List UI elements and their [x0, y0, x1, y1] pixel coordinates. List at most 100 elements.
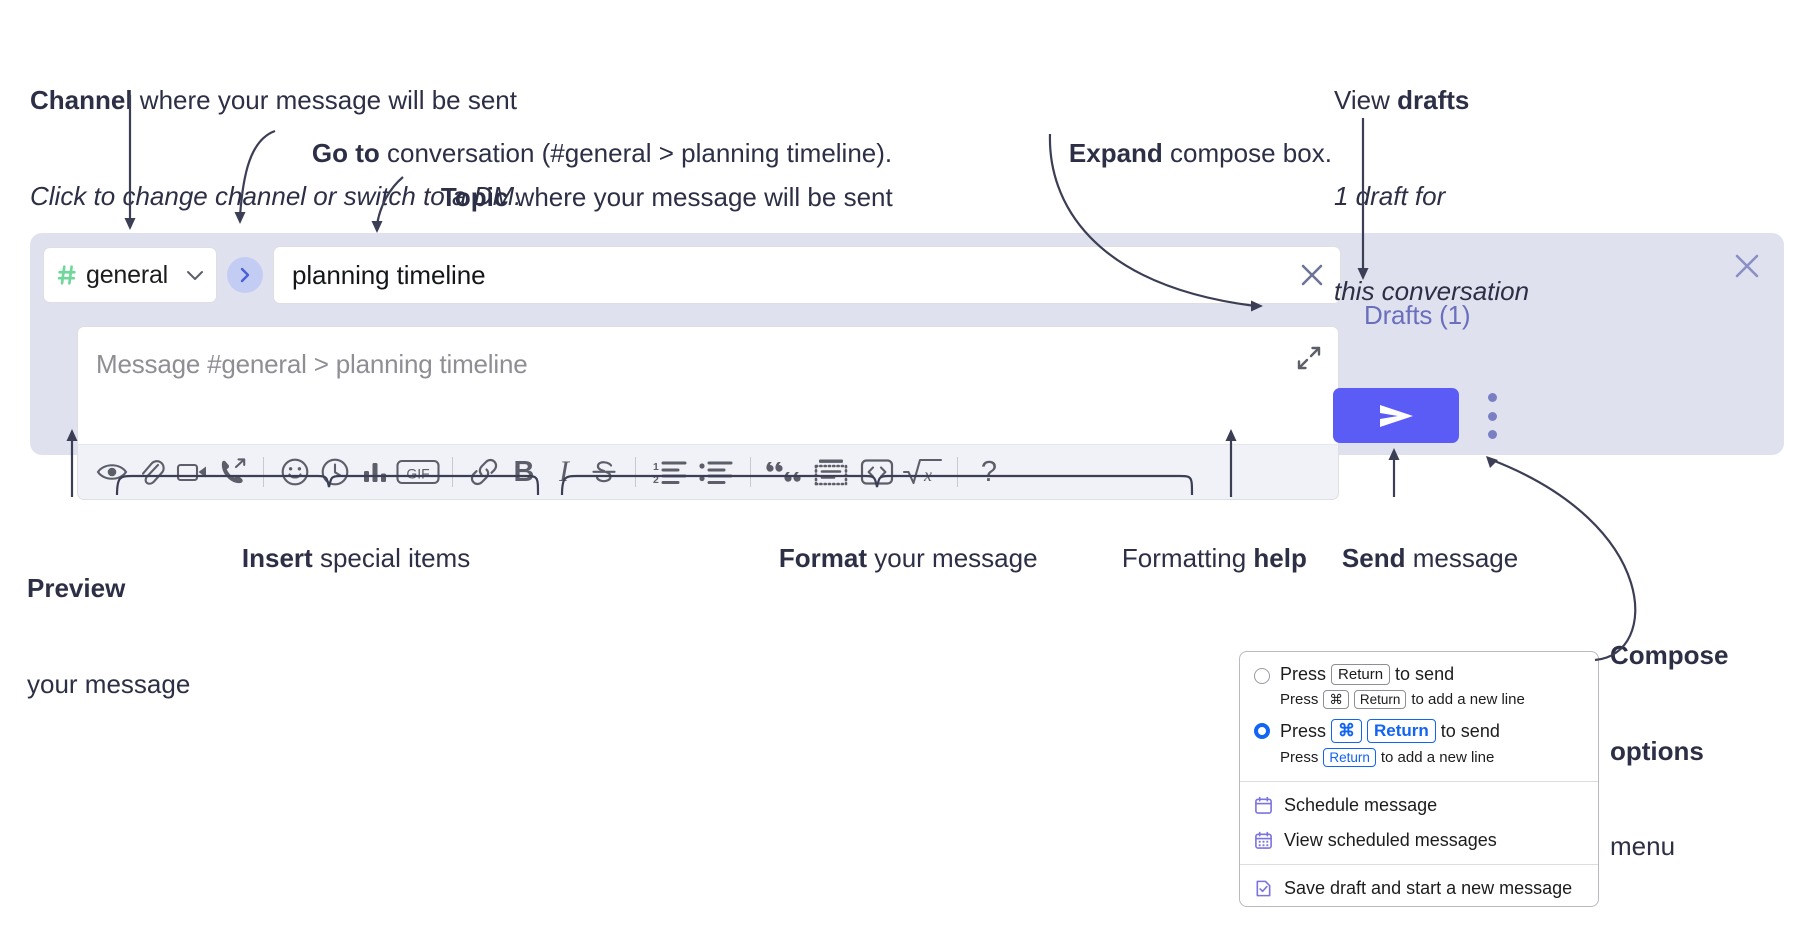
annotation-drafts-line3: this conversation — [1334, 275, 1530, 306]
bulleted-list-button[interactable] — [693, 452, 739, 492]
menu-item-view-scheduled[interactable]: View scheduled messages — [1240, 823, 1598, 858]
more-options-dot-3 — [1487, 430, 1497, 439]
inline-code-button[interactable] — [854, 452, 900, 492]
send-option-return[interactable]: Press Return to send Press ⌘ Return to a… — [1240, 662, 1598, 717]
opt2-sub-pre: Press — [1280, 749, 1319, 766]
send-option-cmd-return-line2: Press Return to add a new line — [1280, 748, 1500, 767]
annotation-channel-rest: where your message will be sent — [132, 85, 517, 116]
strikethrough-button[interactable] — [584, 452, 624, 492]
annotation-expand-rest: compose box. — [1162, 137, 1332, 168]
annotation-insert-bold: Insert — [241, 542, 313, 573]
gif-button[interactable]: GIF — [395, 452, 441, 492]
separator-1 — [263, 457, 264, 487]
key-command: ⌘ — [1323, 690, 1349, 709]
separator-4 — [750, 457, 751, 487]
annotation-preview-bold: Preview — [27, 573, 126, 604]
clock-icon — [321, 458, 349, 486]
video-camera-icon — [176, 463, 206, 482]
ordered-list-button[interactable]: 1 2 — [647, 452, 693, 492]
annotation-channel-bold: Channel — [30, 85, 133, 116]
send-option-return-line1: Press Return to send — [1280, 664, 1525, 685]
chevron-right-icon — [240, 267, 250, 283]
send-button[interactable] — [1333, 388, 1459, 443]
emoji-button[interactable] — [275, 452, 315, 492]
annotation-drafts-line2: 1 draft for — [1334, 180, 1446, 211]
menu-item-label: View scheduled messages — [1284, 830, 1497, 850]
opt2-post: to send — [1440, 720, 1500, 741]
message-input-box[interactable]: Message #general > planning timeline — [77, 326, 1339, 444]
message-placeholder: Message #general > planning timeline — [96, 349, 528, 379]
send-option-return-body: Press Return to send Press ⌘ Return to a… — [1280, 664, 1525, 717]
send-option-cmd-return-body: Press ⌘ Return to send Press Return to a… — [1280, 719, 1500, 775]
send-option-return-line2: Press ⌘ Return to add a new line — [1280, 690, 1525, 709]
menu-item-save-draft[interactable]: Save draft and start a new message — [1240, 871, 1598, 906]
poll-button[interactable] — [355, 452, 395, 492]
eye-icon — [96, 464, 128, 480]
radio-return-unselected[interactable] — [1254, 668, 1270, 684]
topic-clear-icon[interactable] — [1298, 261, 1326, 289]
annotation-formatting-help: Formatting help — [1093, 511, 1307, 606]
annotation-topic: Topic where your message will be sent — [412, 150, 893, 245]
separator-3 — [635, 457, 636, 487]
bulleted-list-icon — [699, 461, 733, 484]
opt1-sub-pre: Press — [1280, 691, 1319, 708]
formatting-toolbar: GIF B I — [77, 444, 1339, 500]
menu-item-label: Schedule message — [1284, 795, 1438, 815]
code-block-button[interactable] — [808, 452, 854, 492]
channel-name-label: general — [86, 260, 168, 289]
menu-item-schedule-message[interactable]: Schedule message — [1240, 788, 1598, 823]
strikethrough-icon — [592, 461, 616, 483]
annotation-goto-bold: Go to — [311, 137, 380, 168]
svg-text:2: 2 — [653, 474, 659, 485]
attach-file-button[interactable] — [132, 452, 172, 492]
opt1-pre: Press — [1280, 664, 1327, 684]
math-button[interactable]: x — [900, 452, 946, 492]
svg-text:1: 1 — [653, 461, 659, 473]
expand-icon[interactable] — [1294, 343, 1324, 373]
annotation-insert: Insert special items — [213, 511, 470, 606]
annotation-format-rest: your message — [867, 542, 1038, 573]
bold-button[interactable]: B — [504, 452, 544, 492]
video-clip-button[interactable] — [172, 452, 212, 492]
send-paper-plane-icon — [1380, 404, 1413, 427]
italic-button[interactable]: I — [544, 452, 584, 492]
preview-button[interactable] — [92, 452, 132, 492]
svg-text:x: x — [923, 465, 932, 485]
formatting-help-button[interactable]: ? — [969, 452, 1009, 492]
radio-cmd-return-selected[interactable] — [1254, 723, 1270, 739]
annotation-drafts-pre: View — [1334, 85, 1398, 116]
opt2-pre: Press — [1280, 720, 1327, 741]
menu-divider-1 — [1240, 781, 1598, 782]
annotation-send-rest: message — [1405, 542, 1519, 573]
key-return: Return — [1331, 664, 1391, 685]
annotation-preview: Preview your message — [27, 510, 190, 764]
bar-chart-icon — [364, 463, 386, 482]
key-return-blue-small: Return — [1323, 748, 1376, 767]
smiley-icon — [281, 458, 309, 486]
square-root-icon: x — [902, 458, 943, 485]
annotation-goto: Go to conversation (#general > planning … — [283, 106, 892, 201]
drafts-link[interactable]: Drafts (1) — [1364, 300, 1471, 330]
link-icon — [470, 458, 498, 486]
paperclip-icon — [141, 460, 165, 485]
annotation-help-pre: Formatting — [1121, 542, 1254, 573]
calendar-grid-icon — [1255, 831, 1272, 849]
audio-clip-button[interactable] — [212, 452, 252, 492]
channel-picker[interactable]: general — [43, 247, 217, 303]
goto-conversation-button[interactable] — [227, 257, 263, 293]
opt1-post: to send — [1395, 664, 1455, 684]
menu-item-label: Save draft and start a new message — [1284, 878, 1573, 898]
annotation-format: Format your message — [750, 511, 1038, 606]
separator-5 — [957, 457, 958, 487]
close-icon[interactable] — [1732, 251, 1762, 281]
send-option-cmd-return[interactable]: Press ⌘ Return to send Press Return to a… — [1240, 717, 1598, 775]
key-return-small: Return — [1353, 690, 1407, 709]
compose-options-button[interactable] — [1480, 393, 1504, 439]
reminder-button[interactable] — [315, 452, 355, 492]
annotation-topic-rest: where your message will be sent — [508, 181, 893, 212]
link-button[interactable] — [464, 452, 504, 492]
blockquote-button[interactable] — [762, 452, 808, 492]
annotation-drafts-bold: drafts — [1397, 85, 1470, 116]
bold-label: B — [513, 455, 535, 488]
